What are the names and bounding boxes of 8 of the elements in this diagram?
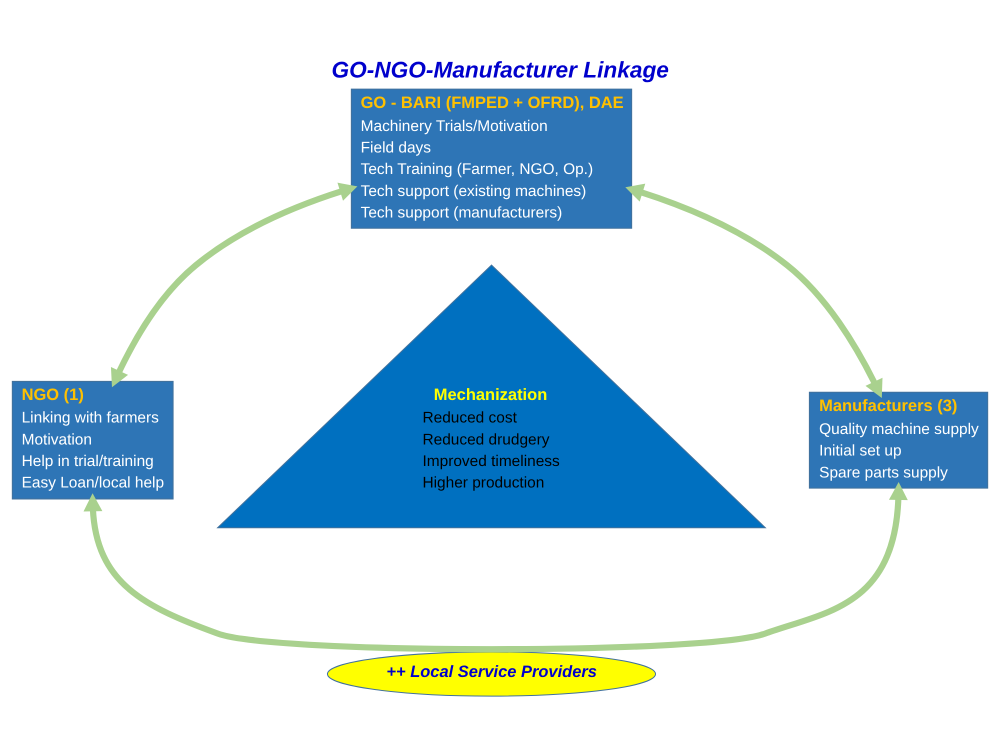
node-box: NGO (1) Linking with farmers Motivation Help in trial/training Easy Loan/local help: [12, 380, 174, 499]
arrow: [84, 481, 908, 652]
node-box: Manufacturers (3) Quality machine supply Initial set up Spare parts supply: [808, 391, 988, 488]
node-box: GO - BARI (FMPED + OFRD), DAE Machinery Trials/Motivation Field days Tech Training (Farmer, NGO, Op.) Tech support (existing machines) Tech support (manufacturers): [350, 88, 632, 228]
node-ellipse: ++ Local Service Providers: [326, 650, 656, 696]
arrow: [625, 183, 882, 398]
diagram-title: GO-NGO-Manufacturer Linkage: [332, 56, 669, 82]
arrow: [110, 182, 358, 387]
